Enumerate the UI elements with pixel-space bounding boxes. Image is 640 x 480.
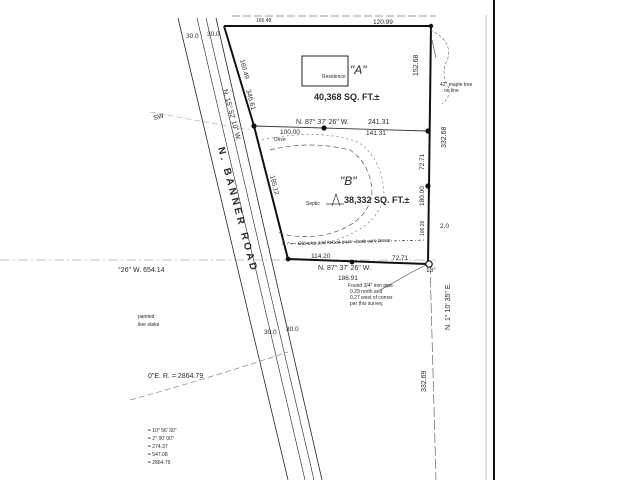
curve-data-row: = 2864.79 [148,460,171,466]
curve-line [129,351,289,401]
residence-label: Residence [322,74,346,80]
curve-data-row: = 10° 56' 30" [148,428,177,434]
point-painted-label: painted [138,314,155,320]
division-line-distance: 241.31 [368,119,390,126]
left-bearing-label: °26" W. 654.14 [118,266,165,274]
parcel-b-label: "B" [340,174,357,188]
south-line-right-distance: 72.71 [392,255,409,262]
septic-label: Septic [306,201,320,207]
iron-pipe-leader [379,264,427,291]
tree-note-1: 42" maple tree [440,82,473,88]
east-line-upper-distance: 152.68 [413,54,420,76]
tree-leader [431,39,437,59]
residence-building [301,55,349,87]
small-angle-label: 13° [426,266,436,274]
iron-note-2: 0.29 north and [350,289,382,295]
division-segment-distance: 141.31 [366,130,386,137]
tree-canopy-line [429,29,450,105]
division-left-distance: 100.00 [280,129,300,136]
east-line-top-distance: 120.99 [373,19,393,26]
curve-data-row: = 274.37 [148,444,168,450]
south-line-bearing: N. 87° 37' 26" W. [318,264,371,272]
curve-data-row: = 547.08 [148,452,168,458]
sw-diagonal-line [149,111,251,131]
parcel-b-area: 38,332 SQ. FT.± [344,195,410,205]
parcel-boundary [223,25,432,265]
south-line-left-distance: 114.20 [311,253,331,260]
east-line-extension [429,263,437,480]
drive-edge [261,134,385,245]
sw-label: SW [153,112,166,122]
division-line-bearing: N. 87° 37' 26" W. [296,118,349,126]
drive-label: Drive [274,137,286,143]
curve-data-table: = 10° 56' 30" = 2° 00' 00" = 274.37 = 54… [148,428,177,466]
point-stake-label: iker stake [138,322,160,328]
east-line-mid-distance: 332.68 [441,126,448,148]
east-line-seg-2: 180.00 [419,186,426,206]
curve-radius-label: 0"E. R. = 2864.79 [148,373,203,380]
row-width-bottom-left: 30.0 [264,329,277,336]
drive-path [269,144,373,237]
survey-monuments [251,23,434,265]
banner-road-lines [177,17,323,480]
row-width-bottom-right: 30.0 [286,326,299,333]
division-line [253,125,429,132]
iron-note-3: 0.27 west of corner [350,295,393,301]
east-line-right-bearing: N. 1° 10' 35" E. [444,282,452,330]
road-name: N. BANNER ROAD [215,146,259,274]
top-partial-distance: 165.48 [256,18,272,24]
east-line-seg-1: 72.71 [419,153,426,170]
septic-mark [326,192,344,207]
small-dist-label: 2.0 [440,223,449,230]
east-line-seg-3: 106.29 [420,220,426,236]
iron-note-4: per this survey. [350,301,384,307]
south-line-total: 186.91 [338,275,358,282]
iron-note-1: Found 3/4" iron pipe [348,283,393,289]
fence-line [281,239,427,245]
row-width-top-right: 30.0 [207,31,220,38]
parcel-a-label: "A" [350,63,367,77]
east-line-bottom-distance: 332.69 [421,370,428,392]
fence-note: Old wire and locust post—barb wire fence [298,238,391,247]
tree-note-2: on line [444,88,459,94]
curve-data-row: = 2° 00' 00" [148,436,174,442]
parcel-a-area: 40,368 SQ. FT.± [314,92,380,102]
iron-pipe-marker [425,260,433,268]
row-width-top-left: 30.0 [186,33,199,40]
